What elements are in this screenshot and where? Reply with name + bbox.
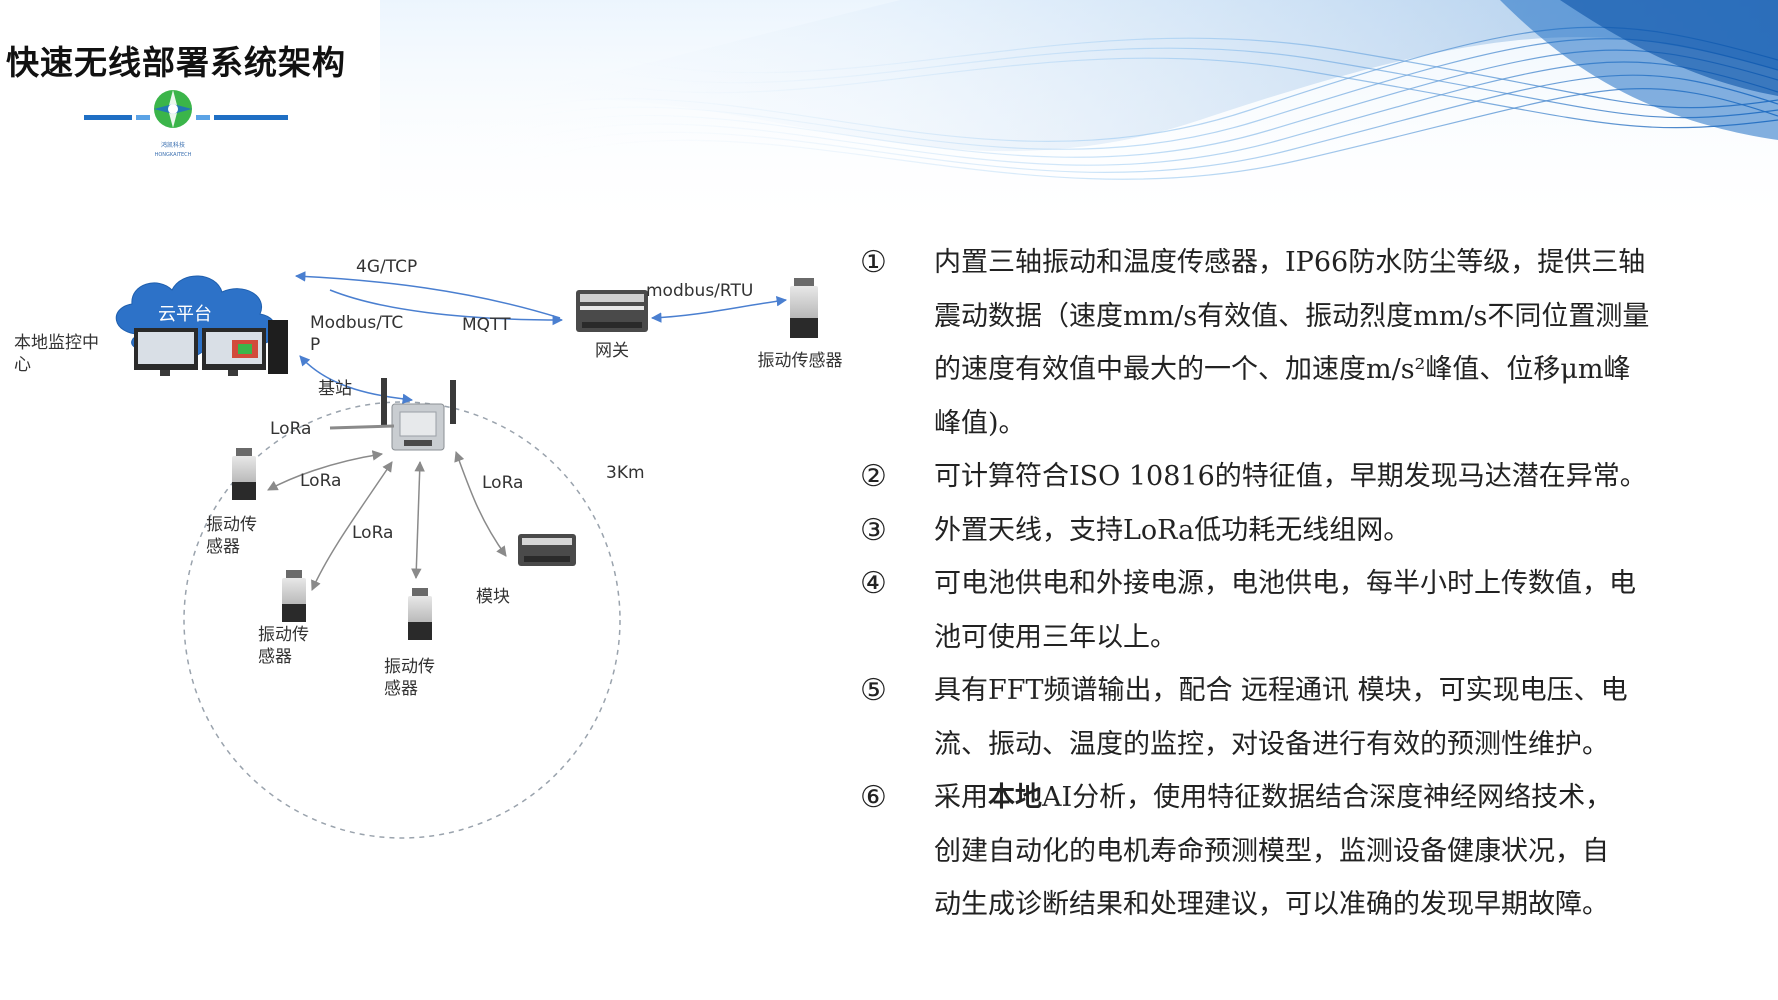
feature-list: ① 内置三轴振动和温度传感器，IP66防水防尘等级，提供三轴 震动数据（速度mm… (860, 236, 1740, 932)
base-station-label: 基站 (318, 379, 352, 399)
range-label: 3Km (606, 463, 645, 483)
feature-number: ⑥ (860, 780, 887, 815)
feature-text-line: 可电池供电和外接电源，电池供电，每半小时上传数值，电 (934, 568, 1636, 599)
feature-text-line: 池可使用三年以上。 (934, 621, 1177, 653)
feature-number: ① (860, 245, 887, 280)
feature-item-3: ③ 外置天线，支持LoRa低功耗无线组网。 (860, 504, 1740, 558)
link-modbus-tcp-label-1: Modbus/TC (310, 313, 403, 333)
sensor-1-label-line2: 感器 (206, 537, 240, 557)
feature-text-pre: 采用 (934, 782, 988, 813)
feature-text-line: 流、振动、温度的监控，对设备进行有效的预测性维护。 (934, 728, 1609, 760)
feature-text-line: 的速度有效值中最大的一个、加速度m/s²峰值、位移μm峰 (934, 354, 1631, 385)
vibration-sensor-3: 振动传 感器 (384, 588, 435, 699)
coverage-range-circle (183, 401, 621, 839)
company-logo: 鸿凯科技 HONGKAITECH (84, 90, 288, 158)
link-4g-arrow (294, 271, 561, 319)
sensor-3-label-line1: 振动传 (384, 657, 435, 677)
feature-text-line: 动生成诊断结果和处理建议，可以准确的发现早期故障。 (934, 889, 1609, 920)
monitor-label-line2: 心 (14, 355, 31, 375)
lora-label-sensor-1: LoRa (300, 471, 341, 491)
feature-text-line: 峰值)。 (934, 407, 1026, 439)
gateway-device: 网关 (576, 290, 648, 361)
vibration-sensor-2: 振动传 感器 (258, 570, 309, 667)
feature-item-1: ① 内置三轴振动和温度传感器，IP66防水防尘等级，提供三轴 震动数据（速度mm… (860, 236, 1740, 450)
vibration-sensor-top: 振动传感器 (758, 278, 843, 371)
link-modbus-rtu-label: modbus/RTU (646, 281, 753, 301)
link-modbus-tcp-label-2: P (310, 335, 320, 355)
feature-number: ② (860, 459, 887, 494)
link-mqtt-label: MQTT (462, 315, 511, 335)
module-label: 模块 (476, 587, 510, 607)
feature-item-6: ⑥ 采用本地AI分析，使用特征数据结合深度神经网络技术， 创建自动化的电机寿命预… (860, 771, 1740, 932)
sensor-2-label-line1: 振动传 (258, 625, 309, 645)
link-modbus-tcp-arrow (299, 355, 414, 405)
feature-item-5: ⑤ 具有FFT频谱输出，配合 远程通讯 模块，可实现电压、电 流、振动、温度的监… (860, 664, 1740, 771)
remote-comm-module: 模块 (476, 534, 576, 607)
lora-label-module: LoRa (482, 473, 523, 493)
monitor-label-line1: 本地监控中 (14, 333, 99, 353)
feature-text-post: AI分析，使用特征数据结合深度神经网络技术， (1042, 782, 1613, 813)
feature-text-line: 震动数据（速度mm/s有效值、振动烈度mm/s不同位置测量 (934, 300, 1650, 332)
feature-item-2: ② 可计算符合ISO 10816的特征值，早期发现马达潜在异常。 (860, 450, 1740, 504)
lora-label-top: LoRa (270, 419, 311, 439)
lora-arrow-module (454, 451, 507, 557)
sensor-1-label-line1: 振动传 (206, 515, 257, 535)
feature-number: ③ (860, 512, 887, 548)
vibration-sensor-1: 振动传 感器 (206, 448, 257, 557)
page-title: 快速无线部署系统架构 (6, 43, 346, 82)
feature-item-4: ④ 可电池供电和外接电源，电池供电，每半小时上传数值，电 池可使用三年以上。 (860, 557, 1740, 664)
feature-text-line: 内置三轴振动和温度传感器，IP66防水防尘等级，提供三轴 (934, 247, 1646, 278)
lora-arrow-sensor-3 (411, 460, 425, 580)
feature-text-line: 可计算符合ISO 10816的特征值，早期发现马达潜在异常。 (934, 461, 1647, 492)
sensor-3-label-line2: 感器 (384, 679, 418, 699)
logo-text-cn: 鸿凯科技 (161, 141, 185, 149)
lora-arrow-sensor-2 (311, 461, 393, 591)
link-4g-label: 4G/TCP (356, 257, 417, 277)
feature-text-line: 具有FFT频谱输出，配合 远程通讯 模块，可实现电压、电 (934, 675, 1628, 706)
feature-text-line: 外置天线，支持LoRa低功耗无线组网。 (934, 514, 1411, 546)
architecture-diagram: 云平台 4G/TCP MQTT 网关 modbus/RTU 振动传感器 (14, 257, 843, 839)
feature-text-line: 创建自动化的电机寿命预测模型，监测设备健康状况，自 (934, 835, 1609, 867)
feature-number: ⑤ (860, 673, 887, 708)
gateway-label: 网关 (595, 341, 629, 361)
local-monitoring-center: 本地监控中 心 (14, 320, 288, 376)
lora-antenna-bar (329, 424, 395, 430)
feature-number: ④ (860, 566, 887, 601)
sensor-2-label-line2: 感器 (258, 647, 292, 667)
base-station: 基站 (318, 378, 456, 451)
lora-label-sensor-2: LoRa (352, 523, 393, 543)
cloud-label: 云平台 (158, 304, 212, 325)
link-modbus-rtu-arrow (650, 296, 788, 323)
feature-text-bold: 本地 (988, 782, 1042, 813)
background-waves (380, 0, 1778, 240)
logo-text-en: HONGKAITECH (155, 152, 192, 158)
sensor-top-label: 振动传感器 (758, 351, 843, 371)
link-mqtt-arrow (329, 289, 564, 326)
